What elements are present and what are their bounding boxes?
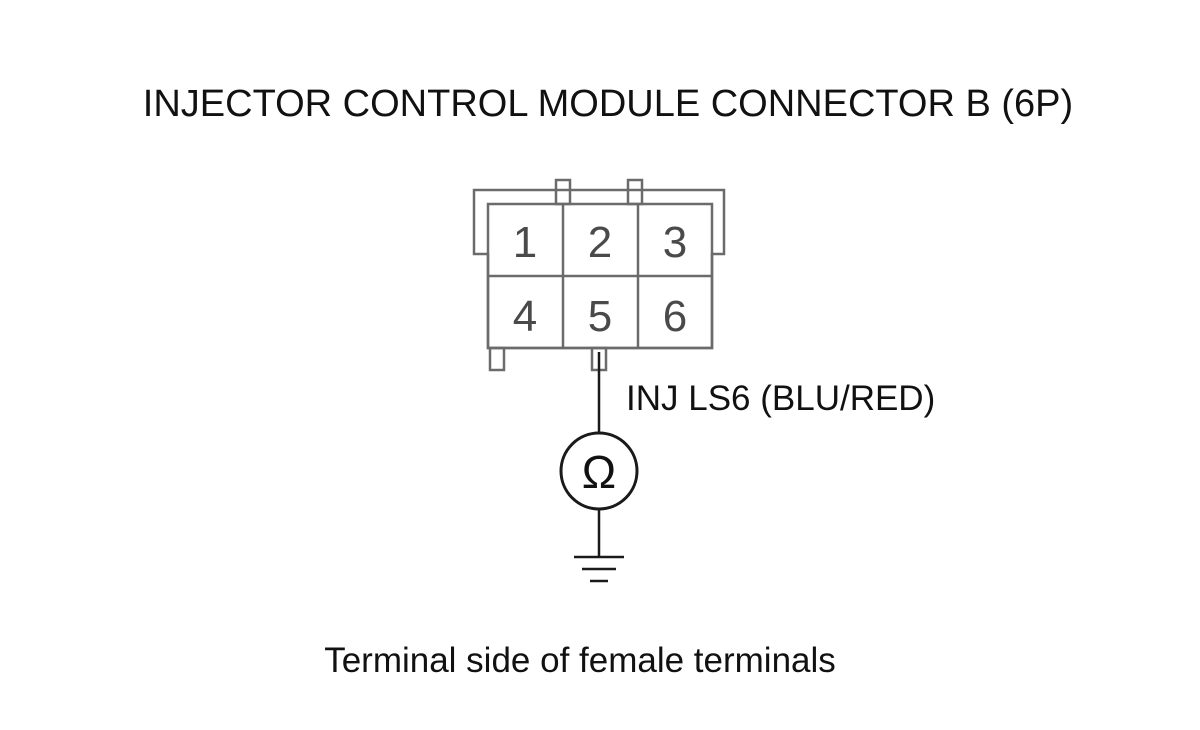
latch-tab-right [626,178,644,206]
footer-caption: Terminal side of female terminals [324,641,836,680]
pin-number: 6 [663,292,687,341]
pin-number: 2 [588,218,612,267]
connector-housing [472,178,726,372]
pin-number: 1 [513,218,537,267]
pin-number: 5 [588,292,612,341]
ohmmeter-icon: Ω [559,431,639,511]
latch-tab-left [554,178,572,206]
pin-number: 3 [663,218,687,267]
mount-foot-left [488,346,506,372]
ground-icon [574,555,624,583]
pin-number: 4 [513,292,537,341]
meter-symbol: Ω [582,446,616,498]
wire-label: INJ LS6 (BLU/RED) [626,379,935,418]
diagram-title: INJECTOR CONTROL MODULE CONNECTOR B (6P) [143,83,1073,125]
pin-numbers: 1 2 3 4 5 6 [513,218,687,341]
